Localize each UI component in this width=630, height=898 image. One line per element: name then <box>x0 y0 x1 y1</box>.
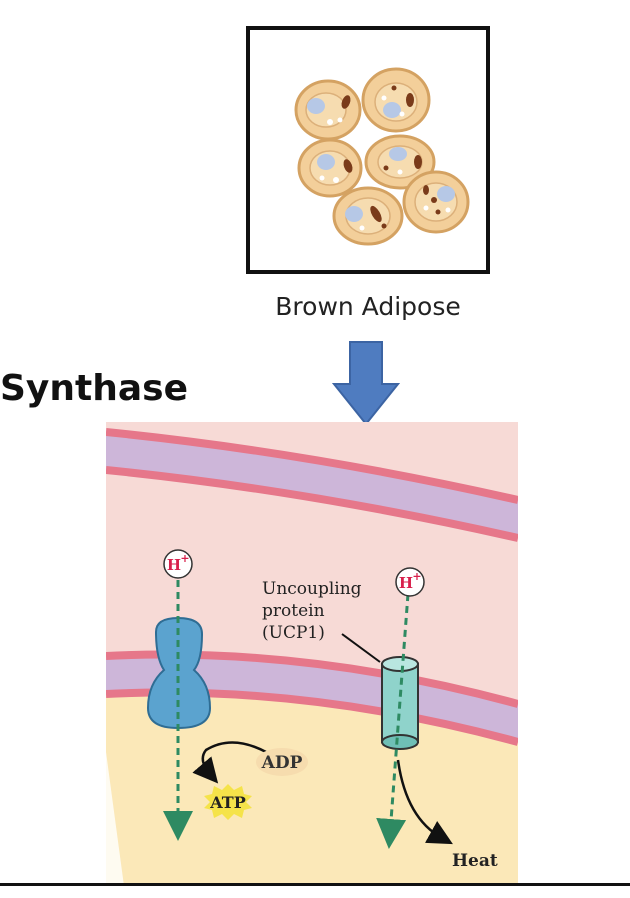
fat-cell <box>294 79 362 141</box>
proton-charge: + <box>180 552 189 565</box>
atp-label: ATP <box>209 793 245 812</box>
brown-adipose-cells <box>294 67 470 246</box>
fat-cell <box>402 170 470 234</box>
proton-label: H <box>167 556 181 574</box>
proton-icon: H + <box>163 549 193 579</box>
heat-arrow <box>396 759 453 845</box>
adp-to-atp-arrow <box>192 741 267 784</box>
synthase-heading: Synthase <box>0 368 188 409</box>
proton-label: H <box>399 574 413 592</box>
ucp1-leader-line <box>341 633 381 663</box>
brown-adipose-caption: Brown Adipose <box>275 292 461 321</box>
ucp1-proton-flow-arrow <box>376 593 410 849</box>
ucp1-label-line3: (UCP1) <box>262 623 325 643</box>
proton-charge: + <box>412 570 421 583</box>
adp-label: ADP <box>261 753 303 773</box>
down-arrow-icon <box>332 341 400 426</box>
bottom-divider <box>0 883 630 886</box>
atp-synthase <box>146 616 212 730</box>
fat-cell <box>364 134 436 190</box>
heat-label: Heat <box>452 851 498 871</box>
mitochondria-membrane-diagram: H + ADP ATP H + Uncoupling protein (UCP1… <box>106 422 518 886</box>
fat-cell <box>361 67 431 133</box>
proton-icon: H + <box>395 567 425 597</box>
brown-adipose-image-frame <box>246 26 490 274</box>
outer-membrane <box>106 432 518 538</box>
ucp1-label-line1: Uncoupling <box>262 579 362 599</box>
fat-cell <box>332 186 404 246</box>
atp-burst <box>204 784 252 820</box>
adp-badge <box>256 748 308 776</box>
ucp1-label-line2: protein <box>262 601 325 621</box>
fat-cell <box>297 138 363 198</box>
